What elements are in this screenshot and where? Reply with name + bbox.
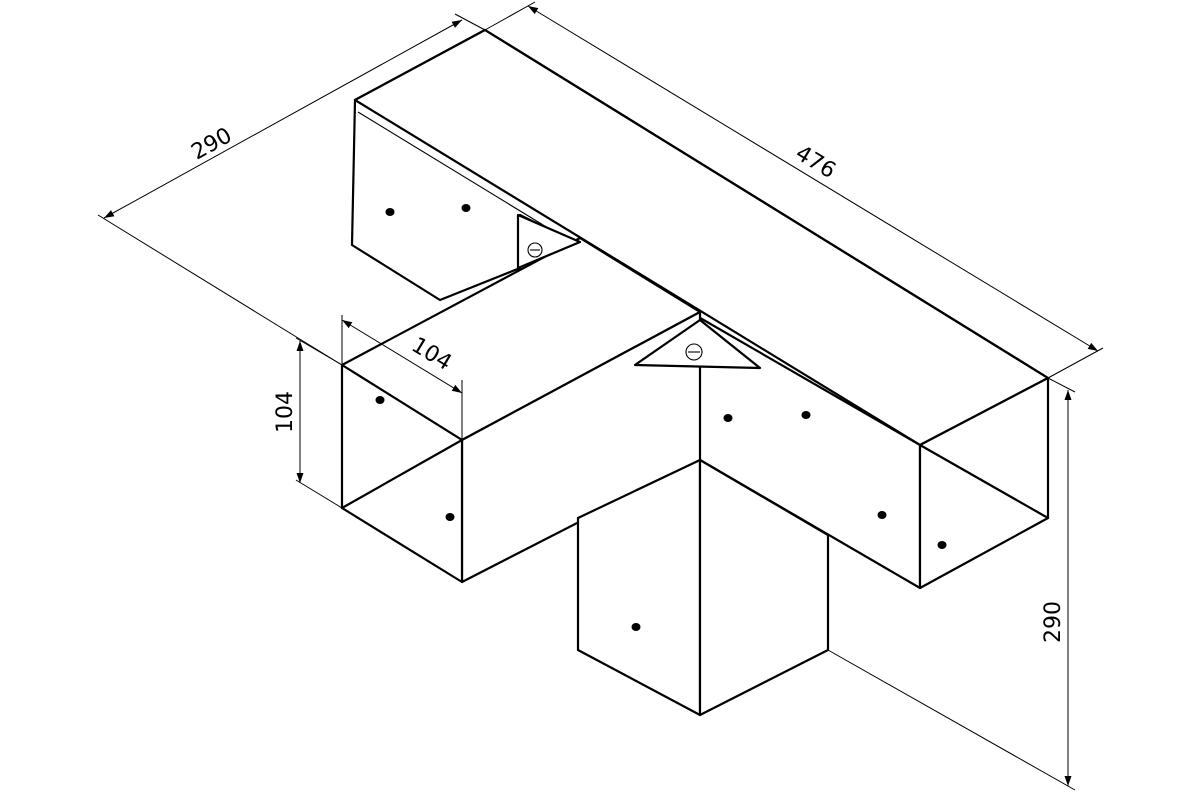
dimension-overall-height: 290 — [827, 377, 1076, 791]
t-bracket — [340, 28, 1050, 717]
screw-hole — [937, 541, 947, 549]
screw-hole — [375, 396, 385, 404]
screw-hole — [631, 623, 641, 631]
dimension-label-290-height: 290 — [1041, 601, 1066, 643]
screw-hole — [445, 513, 455, 521]
branch-end-inner-diagonal — [340, 438, 464, 510]
screw-hole — [461, 204, 471, 212]
screw-hole — [877, 511, 887, 519]
dimension-section-height: 104 — [273, 337, 343, 509]
dimension-label-290-top: 290 — [187, 123, 236, 165]
dimension-label-104-height: 104 — [273, 391, 298, 433]
dimension-label-476: 476 — [791, 141, 840, 184]
screw-hole — [801, 411, 811, 419]
screw-hole — [385, 208, 395, 216]
right-end-inner-diagonal — [918, 443, 1050, 520]
screw-hole — [723, 414, 733, 422]
